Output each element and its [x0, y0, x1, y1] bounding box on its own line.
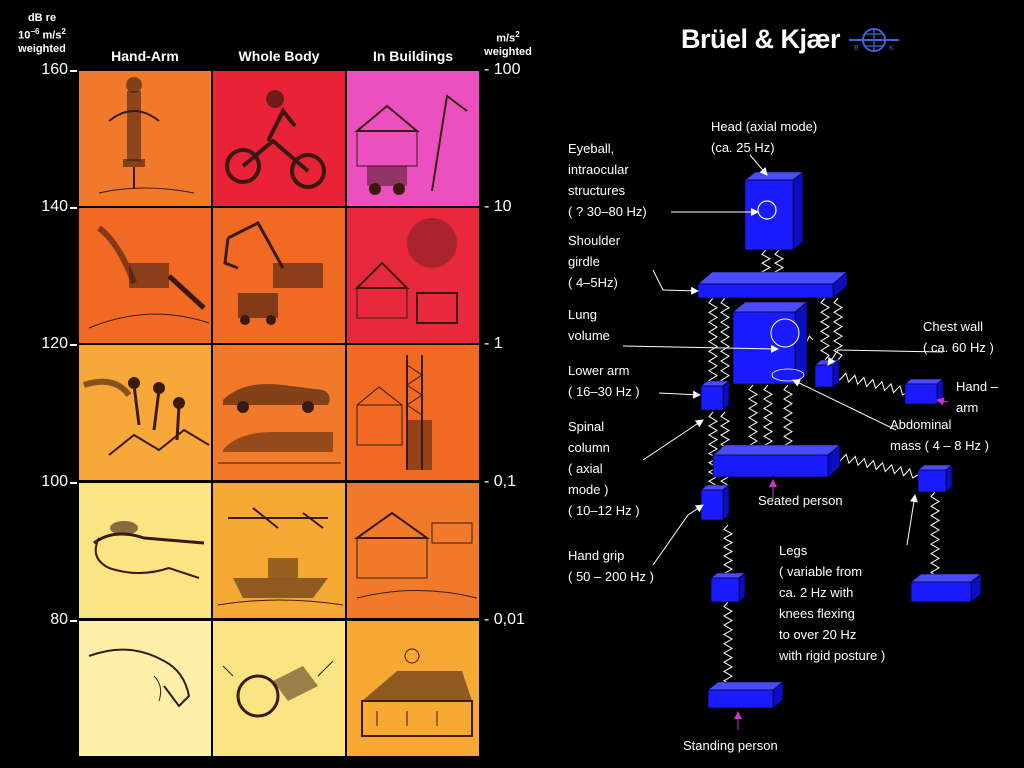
levers-illustration	[79, 345, 211, 480]
mechanical-body-model	[622, 154, 982, 730]
spring	[748, 384, 758, 456]
label-seated-person: Seated person	[758, 493, 843, 508]
label-standing-person: Standing person	[683, 738, 778, 753]
db-tick	[70, 207, 77, 209]
leader-line	[658, 390, 701, 399]
leader-line	[642, 419, 704, 461]
leader-line	[652, 269, 699, 295]
label-hand-grip: Hand grip ( 50 – 200 Hz )	[568, 548, 654, 584]
spring	[820, 297, 830, 361]
svg-text:B: B	[854, 45, 859, 52]
human-body-model-panel: Brüel & Kjær B K Head (axial mode) (ca. …	[553, 0, 1024, 768]
label-lung: Lung volume	[568, 307, 610, 343]
leader-line	[652, 504, 704, 566]
label-shoulder: Shoulder girdle ( 4–5Hz)	[568, 233, 621, 290]
construction-site-illustration	[347, 71, 479, 206]
label-hand-arm: Hand – arm	[956, 379, 998, 415]
db-label-100: 100	[41, 473, 68, 490]
seated-knee-block	[917, 464, 953, 493]
excavator-illustration	[213, 208, 345, 343]
hand-grip-block	[700, 484, 730, 521]
satellite-illustration	[213, 621, 345, 756]
leader-line	[792, 379, 897, 431]
ms-unit-label: m/s2 weighted	[484, 30, 532, 58]
spring	[720, 297, 730, 396]
brand-logo: B K	[849, 28, 899, 52]
foot-block	[707, 681, 784, 709]
db-tick	[70, 482, 77, 484]
db-label-120: 120	[41, 335, 68, 352]
vibration-scale-panel: dB re 10−6 m/s2 weighted m/s2 weighted H…	[18, 12, 532, 756]
svg-text:K: K	[889, 45, 894, 52]
ms-label-10: - 10	[484, 198, 512, 215]
label-head: Head (axial mode) (ca. 25 Hz)	[711, 119, 818, 155]
column-header-hand-arm: Hand-Arm	[111, 48, 179, 64]
pile-driver-illustration	[347, 345, 479, 480]
label-chest-wall: Chest wall ( ca. 60 Hz )	[923, 319, 994, 355]
leader-line	[936, 397, 949, 406]
shoulder-girdle-block	[697, 271, 848, 299]
leader-line	[827, 349, 944, 366]
head-block	[744, 171, 804, 251]
leader-line	[906, 494, 918, 546]
ms-label-1: - 1	[484, 335, 503, 352]
ms-label-100: - 100	[484, 61, 521, 78]
pipe-hand-illustration	[79, 483, 211, 618]
seated-foot-block	[910, 573, 982, 603]
lower-arm-block	[700, 380, 730, 411]
db-tick	[70, 344, 77, 346]
spring	[723, 601, 733, 691]
pelvis-block	[712, 444, 841, 478]
brand-name: Brüel & Kjær	[681, 24, 841, 54]
leader-line	[749, 154, 768, 176]
label-eyeball: Eyeball, intraocular structures ( ? 30–8…	[568, 141, 647, 219]
spring	[930, 491, 940, 583]
spring	[783, 384, 793, 456]
label-abdominal-mass: Abdominal mass ( 4 – 8 Hz )	[890, 417, 989, 453]
spring	[833, 297, 843, 361]
db-unit-label: dB re 10−6 m/s2 weighted	[18, 12, 66, 55]
chest-wall-block	[814, 359, 840, 388]
spring	[722, 524, 734, 579]
airplane-ship-illustration	[213, 483, 345, 618]
abdominal-mass-disk	[771, 368, 805, 382]
db-label-80: 80	[50, 611, 68, 628]
spring	[835, 372, 909, 396]
jackhammer-illustration	[79, 71, 211, 206]
ms-label-0-1: - 0,1	[484, 473, 517, 490]
db-tick	[70, 70, 77, 72]
column-header-whole-body: Whole Body	[238, 48, 320, 64]
chainsaw-illustration	[79, 208, 211, 343]
db-label-140: 140	[41, 198, 68, 215]
lung-marker	[770, 318, 800, 348]
motorcycle-illustration	[213, 71, 345, 206]
leader-line	[622, 344, 779, 353]
db-label-160: 160	[41, 61, 68, 78]
label-lower-arm: Lower arm ( 16–30 Hz )	[568, 363, 640, 399]
hand-illustration	[79, 621, 211, 756]
house-illustration	[347, 621, 479, 756]
house-explosion-illustration	[347, 208, 479, 343]
label-spinal-column: Spinal column ( axial mode ) ( 10–12 Hz …	[568, 419, 640, 518]
village-illustration	[347, 483, 479, 618]
spring	[707, 411, 719, 496]
knee-block	[710, 572, 746, 603]
ms-label-0-01: - 0,01	[484, 611, 525, 628]
label-legs: Legs ( variable from ca. 2 Hz with knees…	[779, 543, 886, 663]
car-train-illustration	[213, 345, 345, 480]
column-header-in-buildings: In Buildings	[372, 48, 454, 64]
db-tick	[70, 620, 77, 622]
spring	[708, 297, 718, 396]
spring	[763, 384, 773, 456]
